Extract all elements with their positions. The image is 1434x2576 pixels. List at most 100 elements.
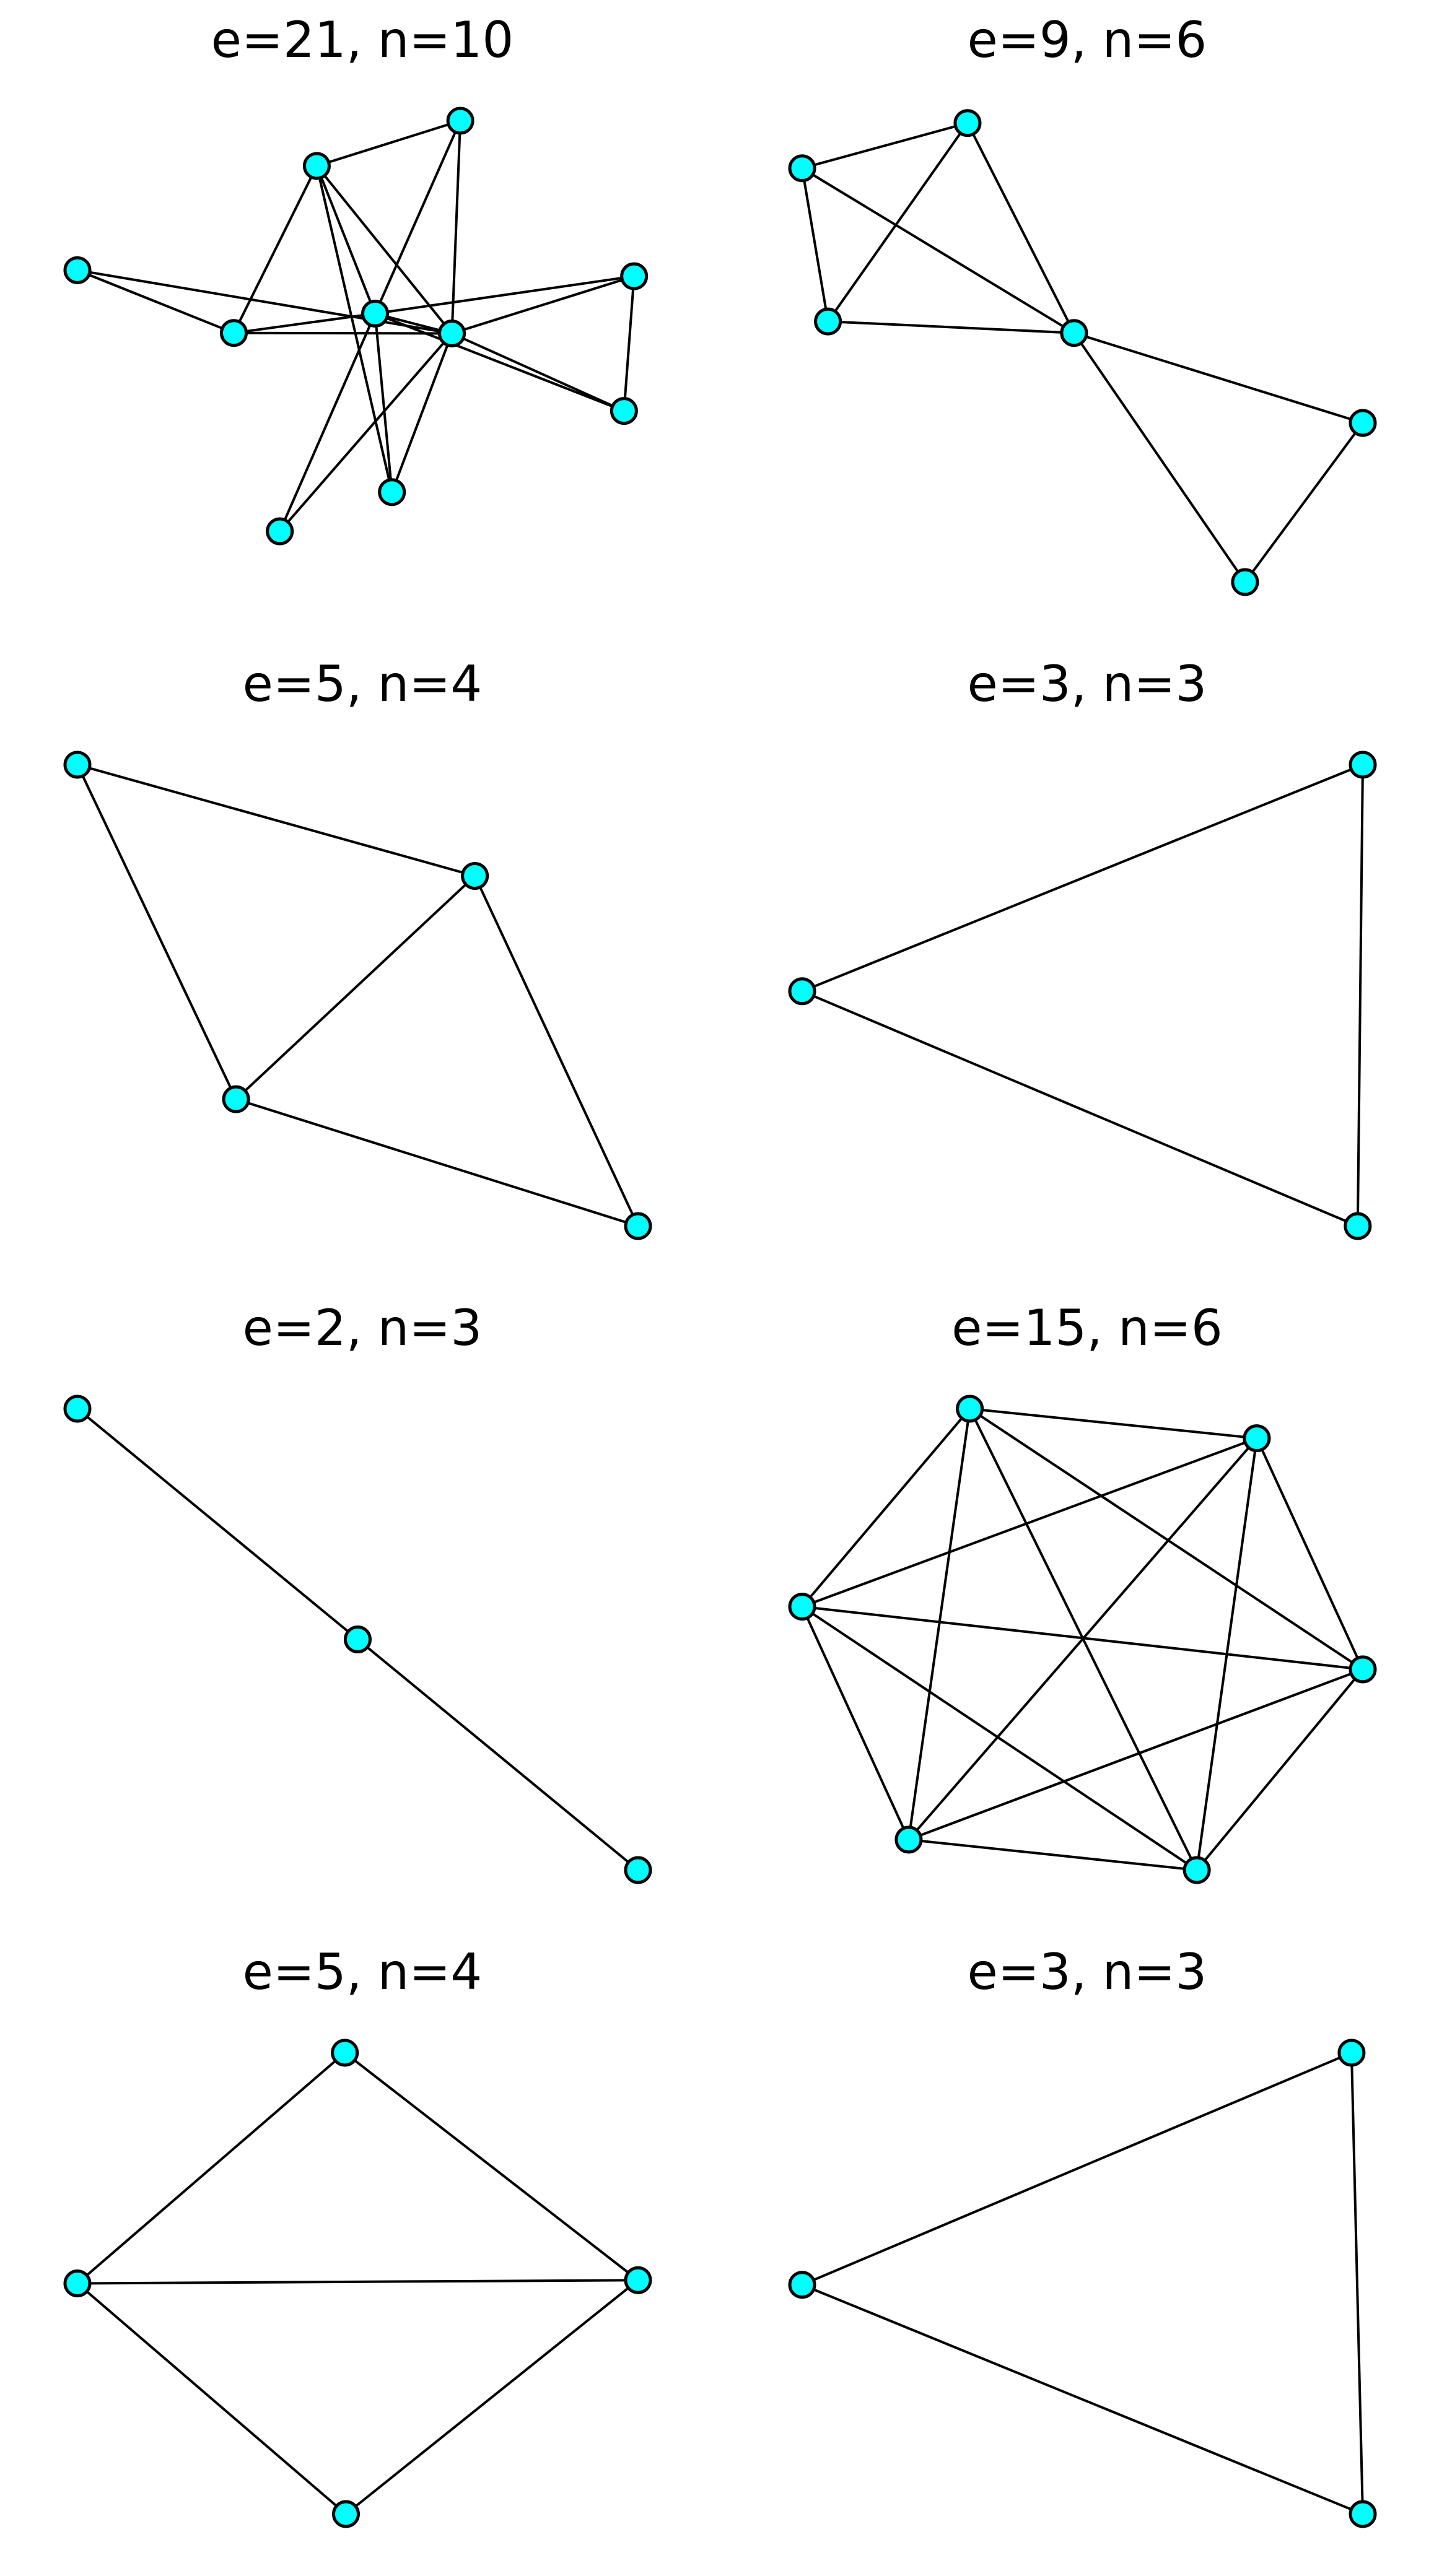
graph-edge bbox=[802, 990, 1358, 1227]
graph-edge bbox=[451, 275, 635, 335]
graph-edge bbox=[316, 120, 461, 167]
graph-edge bbox=[1350, 2052, 1364, 2515]
graph-edge bbox=[374, 312, 625, 412]
graph-edge bbox=[76, 2282, 347, 2515]
graph-node bbox=[1349, 1655, 1377, 1684]
graph-edge bbox=[802, 2283, 1363, 2515]
graph-edge bbox=[802, 1437, 1257, 1608]
graph-edge bbox=[315, 165, 393, 493]
graph-edge bbox=[374, 313, 393, 492]
graph-node bbox=[446, 107, 474, 135]
graph-panel-4: e=3, n=3 bbox=[762, 650, 1412, 1288]
graph-node bbox=[461, 862, 489, 890]
graph-edge bbox=[473, 875, 639, 1227]
graph-node bbox=[624, 2266, 652, 2294]
graph-edge bbox=[76, 1408, 359, 1641]
graph-edge bbox=[828, 320, 1075, 334]
graph-edge bbox=[801, 1605, 1198, 1871]
graph-edge bbox=[1244, 422, 1364, 583]
graph-node bbox=[302, 152, 331, 180]
graph-edge bbox=[278, 313, 377, 532]
graph-node bbox=[788, 154, 816, 183]
graph-panel-7: e=5, n=4 bbox=[37, 1938, 688, 2576]
graph-node bbox=[1344, 1212, 1372, 1240]
graph-node bbox=[222, 1085, 250, 1113]
graph-node bbox=[953, 109, 982, 137]
graph-edge bbox=[801, 1408, 971, 1608]
panel-title: e=3, n=3 bbox=[967, 655, 1207, 713]
panel-title: e=9, n=6 bbox=[967, 11, 1207, 69]
graph-edge bbox=[801, 167, 1075, 334]
graph-edge bbox=[315, 165, 377, 315]
graph-edge bbox=[235, 875, 476, 1100]
graph-drawing bbox=[788, 109, 1377, 596]
graph-drawing bbox=[63, 1395, 652, 1884]
graph-panel-6: e=15, n=6 bbox=[762, 1294, 1412, 1932]
graph-node bbox=[63, 751, 92, 779]
graph-node bbox=[1060, 319, 1088, 347]
graph-node bbox=[788, 1593, 816, 1621]
graph-drawing bbox=[63, 107, 649, 546]
graph-drawing bbox=[788, 751, 1377, 1240]
graph-edge bbox=[623, 276, 636, 411]
graph-node bbox=[1183, 1856, 1211, 1884]
graph-node bbox=[624, 1856, 652, 1884]
graph-panel-5: e=2, n=3 bbox=[37, 1294, 688, 1932]
graph-edge bbox=[235, 1098, 639, 1227]
graph-node bbox=[331, 2500, 360, 2528]
graph-node bbox=[610, 397, 638, 425]
graph-edge bbox=[76, 2052, 346, 2285]
graph-panel-3: e=5, n=4 bbox=[37, 650, 688, 1288]
graph-drawing bbox=[63, 2039, 652, 2528]
graph-edge bbox=[77, 269, 235, 334]
graph-node bbox=[219, 319, 248, 347]
graph-node bbox=[378, 478, 406, 507]
graph-edge bbox=[77, 269, 452, 335]
graph-edge bbox=[357, 1638, 639, 1871]
graph-panel-8: e=3, n=3 bbox=[762, 1938, 1412, 2576]
graph-panel-1: e=21, n=10 bbox=[37, 6, 688, 644]
graph-panel-2: e=9, n=6 bbox=[762, 6, 1412, 644]
graph-node bbox=[894, 1825, 923, 1854]
graph-edge bbox=[375, 275, 634, 315]
panel-title: e=5, n=4 bbox=[242, 655, 483, 713]
graph-edge bbox=[826, 122, 969, 323]
graph-edge bbox=[451, 332, 625, 412]
graph-edge bbox=[1256, 1437, 1364, 1670]
graph-edge bbox=[1073, 332, 1246, 583]
graph-node bbox=[624, 1212, 652, 1240]
graph-node bbox=[344, 1625, 372, 1653]
graph-edge bbox=[908, 1668, 1363, 1841]
graph-node bbox=[956, 1395, 984, 1423]
graph-drawing bbox=[788, 2039, 1377, 2528]
panel-title: e=15, n=6 bbox=[951, 1299, 1223, 1357]
graph-node bbox=[438, 319, 466, 347]
graph-node bbox=[1243, 1424, 1271, 1453]
graph-edge bbox=[801, 1606, 910, 1840]
graph-edge bbox=[345, 2279, 639, 2515]
graph-node bbox=[63, 1395, 92, 1423]
panel-title: e=2, n=3 bbox=[242, 1299, 483, 1357]
graph-edge bbox=[77, 764, 476, 877]
graph-node bbox=[1231, 568, 1259, 596]
graph-node bbox=[1349, 2500, 1377, 2528]
graph-edge bbox=[374, 120, 461, 315]
graph-edge bbox=[908, 1838, 1197, 1871]
graph-node bbox=[361, 299, 390, 328]
graph-edge bbox=[1196, 1438, 1258, 1871]
graph-edge bbox=[1196, 1668, 1364, 1871]
panel-title: e=3, n=3 bbox=[967, 1943, 1207, 2001]
graph-edge bbox=[802, 764, 1363, 993]
graph-edge bbox=[802, 2052, 1352, 2286]
graph-node bbox=[788, 2271, 816, 2299]
graph-edge bbox=[968, 1408, 1198, 1871]
graph-edge bbox=[232, 165, 318, 334]
graph-edge bbox=[966, 122, 1075, 334]
graph-edge bbox=[907, 1408, 971, 1840]
graph-edge bbox=[969, 1408, 1257, 1440]
graph-node bbox=[1349, 409, 1377, 437]
graph-edge bbox=[77, 2279, 639, 2285]
graph-drawing bbox=[788, 1395, 1377, 1884]
graph-edge bbox=[76, 764, 237, 1100]
graph-edge bbox=[390, 333, 453, 493]
